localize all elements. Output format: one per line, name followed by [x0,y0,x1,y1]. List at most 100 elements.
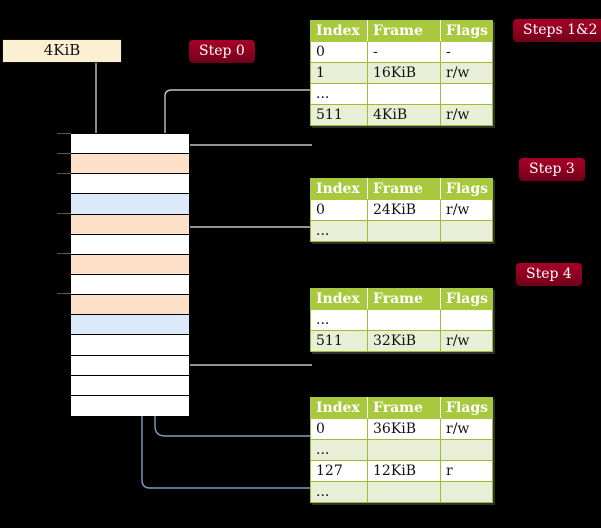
cell-flags: r/w [440,418,493,440]
cell-index: ... [310,83,368,105]
source-frame-label: 4KiB [43,41,81,59]
badge-steps-1-2-label: Steps 1&2 [523,22,598,38]
cell-frame: 32KiB [367,330,441,352]
column-header-frame: Frame [367,178,441,200]
memory-frame [71,355,189,376]
badge-steps-1-2: Steps 1&2 [513,19,601,42]
cell-frame: - [367,41,441,63]
badge-step-4: Step 4 [516,263,582,286]
memory-tick [57,153,71,154]
column-header-index: Index [310,397,368,419]
memory-tick [57,133,71,134]
physical-memory-column [70,133,190,416]
cell-flags: - [440,41,493,63]
memory-frame [71,214,189,235]
cell-frame: 12KiB [367,460,441,482]
cell-flags: r/w [440,330,493,352]
memory-frame [71,315,189,336]
badge-step-3: Step 3 [519,158,585,181]
column-header-flags: Flags [440,288,493,310]
cell-index: 127 [310,460,368,482]
table-row: 0-- [310,41,493,63]
badge-step-4-label: Step 4 [526,266,572,282]
memory-tick [57,253,71,254]
cell-frame [367,439,441,461]
cell-frame [367,309,441,331]
table-row: ... [310,220,493,242]
cell-index: ... [310,309,368,331]
memory-frame [71,274,189,296]
cell-flags [440,220,493,242]
column-header-flags: Flags [440,20,493,42]
memory-frame [71,234,189,255]
column-header-frame: Frame [367,288,441,310]
table-row: ... [310,481,493,503]
badge-step-0: Step 0 [189,40,255,63]
cell-flags: r/w [440,104,493,126]
column-header-flags: Flags [440,178,493,200]
cell-flags [440,83,493,105]
cell-flags: r [440,460,493,482]
cell-index: 0 [310,199,368,221]
memory-frame [71,295,189,316]
cell-flags [440,439,493,461]
cell-flags: r/w [440,62,493,84]
memory-frame [71,395,189,416]
column-header-flags: Flags [440,397,493,419]
cell-index: ... [310,220,368,242]
cell-index: 511 [310,104,368,126]
cell-frame: 24KiB [367,199,441,221]
cell-frame: 36KiB [367,418,441,440]
memory-tick [57,213,71,214]
memory-frame [71,254,189,275]
column-header-index: Index [310,288,368,310]
cell-index: 0 [310,418,368,440]
cell-flags [440,309,493,331]
source-frame-box: 4KiB [2,39,122,63]
memory-frame [71,174,189,195]
cell-frame: 16KiB [367,62,441,84]
cell-index: 511 [310,330,368,352]
cell-flags: r/w [440,199,493,221]
memory-frame [71,335,189,356]
memory-tick [57,293,71,294]
cell-frame [367,481,441,503]
column-header-frame: Frame [367,397,441,419]
cell-index: 1 [310,62,368,84]
link-level2-row511-to-frame [176,316,312,366]
memory-frame [71,154,189,175]
table-row: ... [310,83,493,105]
link-level1-row0-to-frame [176,226,312,259]
column-header-frame: Frame [367,20,441,42]
memory-frame [71,375,189,396]
table-row: ... [310,309,493,331]
cell-index: ... [310,439,368,461]
badge-step-0-label: Step 0 [199,43,245,59]
cell-index: 0 [310,41,368,63]
cell-flags [440,481,493,503]
memory-frame [71,194,189,215]
column-header-index: Index [310,20,368,42]
cell-index: ... [310,481,368,503]
cell-frame: 4KiB [367,104,441,126]
cell-frame [367,83,441,105]
table-row: ... [310,439,493,461]
cell-frame [367,220,441,242]
memory-frame [71,134,189,155]
badge-step-3-label: Step 3 [529,161,575,177]
